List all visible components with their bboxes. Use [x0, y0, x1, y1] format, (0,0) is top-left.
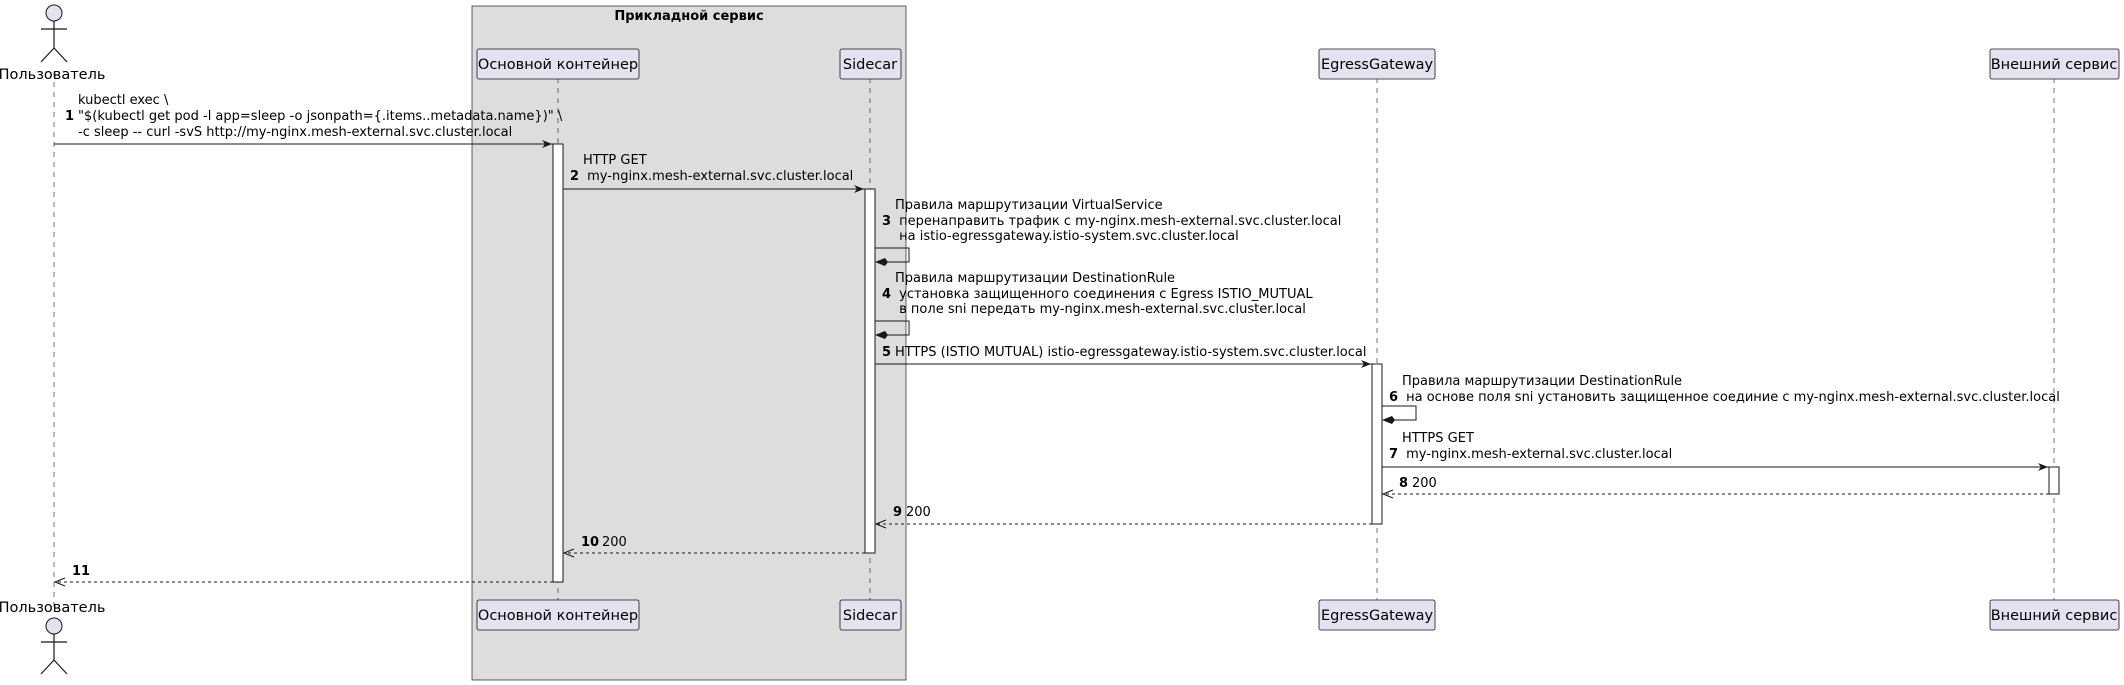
participant-main-top: Основной контейнер: [476, 48, 640, 80]
message-number: 6: [1389, 390, 1398, 405]
actor-user-bottom: Пользователь: [0, 600, 105, 675]
message-label-line: установка защищенного соединения с Egres…: [895, 287, 1313, 302]
message-label-line: my-nginx.mesh-external.svc.cluster.local: [583, 169, 853, 184]
arrow-head: [875, 258, 888, 266]
participant-main-bottom: Основной контейнер: [476, 599, 640, 631]
message-label-line: 200: [906, 505, 931, 520]
participant-egress-bottom: EgressGateway: [1318, 599, 1436, 631]
svg-text:Sidecar: Sidecar: [843, 57, 897, 73]
message-number: 3: [882, 214, 891, 229]
message-label-line: "$(kubectl get pod -l app=sleep -o jsonp…: [78, 109, 563, 124]
participant-sidecar-bottom: Sidecar: [839, 599, 902, 631]
activation-main: [552, 143, 564, 583]
message-number: 9: [893, 505, 902, 520]
arrow-head: [562, 548, 575, 558]
message-11: 11: [53, 564, 553, 587]
message-label-line: my-nginx.mesh-external.svc.cluster.local: [1402, 447, 1672, 462]
message-label-line: на основе поля sni установить защищенное…: [1402, 390, 2060, 405]
activation-egress: [1371, 363, 1383, 525]
message-label-line: HTTP GET: [583, 153, 647, 168]
arrow-head: [53, 577, 66, 587]
message-2: 2 HTTP GET my-nginx.mesh-external.svc.clu…: [563, 153, 865, 193]
message-label-line: в поле sni передать my-nginx.mesh-extern…: [895, 302, 1306, 317]
actor-label: Пользователь: [0, 67, 105, 83]
message-number: 11: [72, 564, 90, 579]
actor-label: Пользователь: [0, 600, 105, 616]
message-7: 7 HTTPS GET my-nginx.mesh-external.svc.cl…: [1382, 431, 2049, 471]
message-number: 7: [1389, 447, 1398, 462]
message-line: [875, 247, 910, 263]
message-5: 5 HTTPS (ISTIO MUTUAL) istio-egressgatewa…: [875, 345, 1372, 368]
arrow-head: [875, 331, 888, 339]
message-number: 4: [882, 287, 891, 302]
message-label-line: 200: [602, 535, 627, 550]
arrow-head: [1361, 360, 1371, 368]
arrow-head: [1382, 416, 1395, 424]
message-8: 8 200: [1381, 476, 2049, 499]
participant-sidecar-top: Sidecar: [839, 48, 902, 80]
message-label-line: Правила маршрутизации DestinationRule: [1402, 374, 1682, 389]
message-label-line: Правила маршрутизации VirtualService: [895, 198, 1163, 213]
message-number: 10: [581, 535, 599, 550]
participant-external-top: Внешний сервис: [1989, 48, 2120, 80]
svg-text:Внешний сервис: Внешний сервис: [1991, 57, 2118, 73]
message-number: 1: [65, 109, 74, 124]
message-4: 4 Правила маршрутизации DestinationRule у…: [875, 271, 1313, 339]
svg-text:EgressGateway: EgressGateway: [1321, 608, 1434, 624]
message-label-line: Правила маршрутизации DestinationRule: [895, 271, 1175, 286]
message-line: [1382, 405, 1417, 421]
message-line: [875, 320, 910, 336]
messages: 1 kubectl exec \"$(kubectl get pod -l app…: [53, 93, 2060, 587]
message-6: 6 Правила маршрутизации DestinationRule н…: [1382, 374, 2060, 424]
arrow-head: [542, 140, 552, 148]
actor-head: [45, 4, 63, 22]
activation-sidecar: [864, 188, 876, 554]
group-box: [471, 5, 907, 681]
actor-user-top: Пользователь: [0, 4, 105, 83]
message-label-line: -c sleep -- curl -svS http://my-nginx.me…: [78, 125, 512, 140]
message-label-line: перенаправить трафик с my-nginx.mesh-ext…: [895, 214, 1341, 229]
arrow-head: [854, 185, 864, 193]
svg-text:Sidecar: Sidecar: [843, 608, 897, 624]
message-label-line: 200: [1412, 476, 1437, 491]
participant-external-bottom: Внешний сервис: [1989, 599, 2120, 631]
svg-text:EgressGateway: EgressGateway: [1321, 57, 1434, 73]
svg-text:Внешний сервис: Внешний сервис: [1991, 608, 2118, 624]
message-label-line: HTTPS GET: [1402, 431, 1474, 446]
arrow-head: [874, 519, 887, 529]
message-number: 2: [570, 169, 579, 184]
message-label-line: на istio-egressgateway.istio-system.svc.…: [895, 229, 1239, 244]
message-9: 9 200: [874, 505, 1372, 529]
group-prikladnoy-servis: Прикладной сервис: [471, 5, 907, 681]
svg-text:Основной контейнер: Основной контейнер: [478, 57, 638, 73]
svg-text:Основной контейнер: Основной контейнер: [478, 608, 638, 624]
message-3: 3 Правила маршрутизации VirtualService пе…: [875, 198, 1341, 266]
arrow-head: [2038, 463, 2048, 471]
participant-egress-top: EgressGateway: [1318, 48, 1436, 80]
message-1: 1 kubectl exec \"$(kubectl get pod -l app…: [54, 93, 563, 148]
message-number: 5: [882, 345, 891, 360]
arrow-head: [1381, 489, 1394, 499]
message-label-line: HTTPS (ISTIO MUTUAL) istio-egressgateway…: [895, 345, 1367, 360]
activation-external: [2048, 466, 2060, 495]
message-number: 8: [1399, 476, 1408, 491]
actor-head: [45, 617, 63, 635]
message-label-line: kubectl exec \: [78, 93, 169, 108]
group-title: Прикладной сервис: [614, 9, 763, 24]
